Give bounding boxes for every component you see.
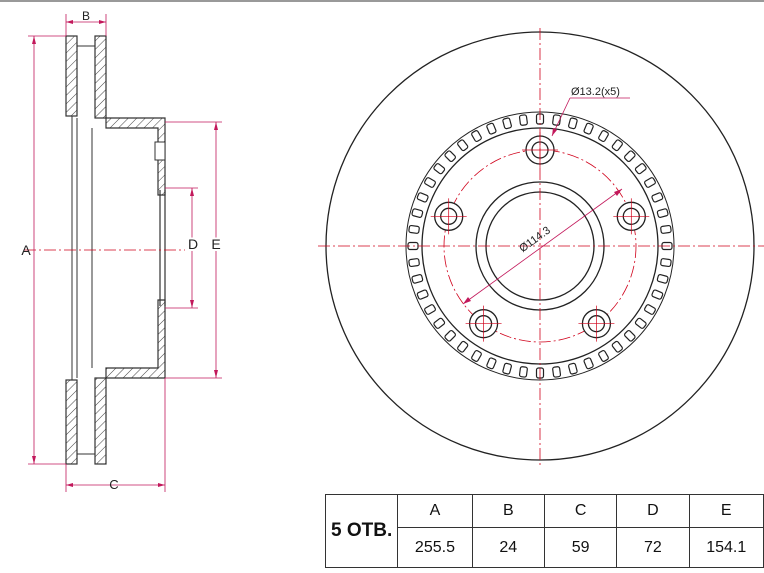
friction-plate-inner-top bbox=[94, 35, 107, 119]
tone-ring-tooth bbox=[583, 122, 594, 135]
tone-ring-tooth bbox=[660, 224, 672, 234]
tone-ring-tooth bbox=[471, 130, 482, 142]
tone-ring-tooth bbox=[568, 117, 578, 130]
tone-ring-tooth bbox=[433, 163, 446, 175]
side-section-view: B A C D E bbox=[21, 9, 223, 492]
dim-e-arrow-top bbox=[214, 122, 218, 130]
dim-c-arrow-left bbox=[66, 483, 73, 487]
hat-section-bottom bbox=[105, 299, 166, 379]
dim-b-label: B bbox=[82, 9, 90, 23]
friction-plate-inner-bottom bbox=[94, 377, 107, 465]
value-a: 255.5 bbox=[397, 527, 473, 568]
value-e: 154.1 bbox=[688, 527, 764, 568]
tone-ring-tooth bbox=[457, 340, 469, 353]
tone-ring-tooth bbox=[444, 330, 456, 342]
friction-plate-outer-top bbox=[65, 35, 78, 117]
tone-ring-tooth bbox=[518, 366, 528, 378]
bolt-callout-arrow bbox=[552, 128, 557, 136]
tone-ring-tooth bbox=[457, 139, 469, 152]
value-b: 24 bbox=[471, 527, 545, 568]
tone-ring-tooth bbox=[444, 150, 456, 162]
tone-ring-tooth bbox=[486, 357, 497, 370]
tone-ring-tooth bbox=[598, 130, 609, 142]
dim-d-arrow-bottom bbox=[190, 300, 194, 308]
tone-ring-tooth bbox=[552, 366, 562, 378]
dim-c-label: C bbox=[109, 477, 118, 492]
tone-ring-tooth bbox=[651, 192, 664, 203]
tone-ring-tooth bbox=[624, 150, 636, 162]
tone-ring-tooth bbox=[416, 289, 429, 300]
header-d: D bbox=[616, 494, 690, 528]
tone-ring-tooth bbox=[656, 208, 669, 218]
value-c: 59 bbox=[543, 527, 618, 568]
friction-plate-outer-bottom bbox=[65, 379, 78, 465]
header-c: C bbox=[543, 494, 618, 528]
dim-a-arrow-bottom bbox=[32, 456, 36, 464]
tone-ring-tooth bbox=[471, 350, 482, 362]
tone-ring-tooth bbox=[598, 350, 609, 362]
hat-section-top bbox=[105, 117, 166, 196]
tone-ring-tooth bbox=[611, 340, 623, 353]
tone-ring-tooth bbox=[611, 139, 623, 152]
pcd-arrow-b bbox=[614, 189, 622, 196]
dim-d-label: D bbox=[188, 236, 198, 252]
tone-ring-tooth bbox=[624, 330, 636, 342]
spec-table: 5 ОТВ. A B C D E 255.5 24 59 72 154.1 bbox=[324, 494, 764, 568]
dim-b-arrow-left bbox=[66, 20, 73, 24]
dim-b-arrow-right bbox=[99, 20, 106, 24]
header-b: B bbox=[471, 494, 545, 528]
pcd-callout: Ø114.3 bbox=[517, 225, 553, 255]
bolt-hole-callout: Ø13.2(x5) bbox=[571, 86, 620, 98]
front-view: Ø114.3 Ø13.2(x5) bbox=[318, 28, 764, 466]
tone-ring-tooth bbox=[644, 304, 656, 315]
tone-ring-tooth bbox=[502, 362, 512, 375]
header-a: A bbox=[397, 494, 473, 528]
tone-ring-tooth bbox=[518, 114, 528, 126]
spec-values-row: 255.5 24 59 72 154.1 bbox=[326, 527, 764, 568]
tone-ring-tooth bbox=[408, 258, 420, 268]
bolt-holes bbox=[430, 132, 650, 342]
dim-e-arrow-bottom bbox=[214, 370, 218, 378]
bolt-hole-section bbox=[154, 141, 166, 161]
pcd-arrow-a bbox=[463, 297, 471, 304]
tone-ring-tooth bbox=[644, 177, 656, 188]
header-e: E bbox=[688, 494, 764, 528]
dim-a-arrow-top bbox=[32, 36, 36, 44]
tone-ring-tooth bbox=[568, 362, 578, 375]
tone-ring-tooth bbox=[634, 163, 647, 175]
tone-ring-tooth bbox=[408, 224, 420, 234]
dim-a-label: A bbox=[21, 242, 31, 258]
value-d: 72 bbox=[616, 527, 690, 568]
tone-ring-tooth bbox=[651, 289, 664, 300]
tone-ring-tooth bbox=[424, 304, 436, 315]
dim-e-label: E bbox=[211, 236, 220, 252]
tone-ring-tooth bbox=[502, 117, 512, 130]
tone-ring-tooth bbox=[486, 122, 497, 135]
holes-label: 5 ОТВ. bbox=[324, 494, 399, 568]
tone-ring-tooth bbox=[656, 274, 669, 284]
tone-ring-tooth bbox=[433, 317, 446, 329]
pcd-leader-line bbox=[462, 188, 623, 305]
tone-ring-tooth bbox=[424, 177, 436, 188]
tone-ring-tooth bbox=[634, 317, 647, 329]
tone-ring-tooth bbox=[416, 192, 429, 203]
dim-c-arrow-right bbox=[158, 483, 165, 487]
spec-header-row: 5 ОТВ. A B C D E bbox=[324, 494, 764, 568]
tone-ring-tooth bbox=[583, 357, 594, 370]
tone-ring-tooth bbox=[411, 274, 424, 284]
tone-ring-tooth bbox=[411, 208, 424, 218]
dim-d-arrow-top bbox=[190, 188, 194, 196]
tone-ring-tooth bbox=[660, 258, 672, 268]
